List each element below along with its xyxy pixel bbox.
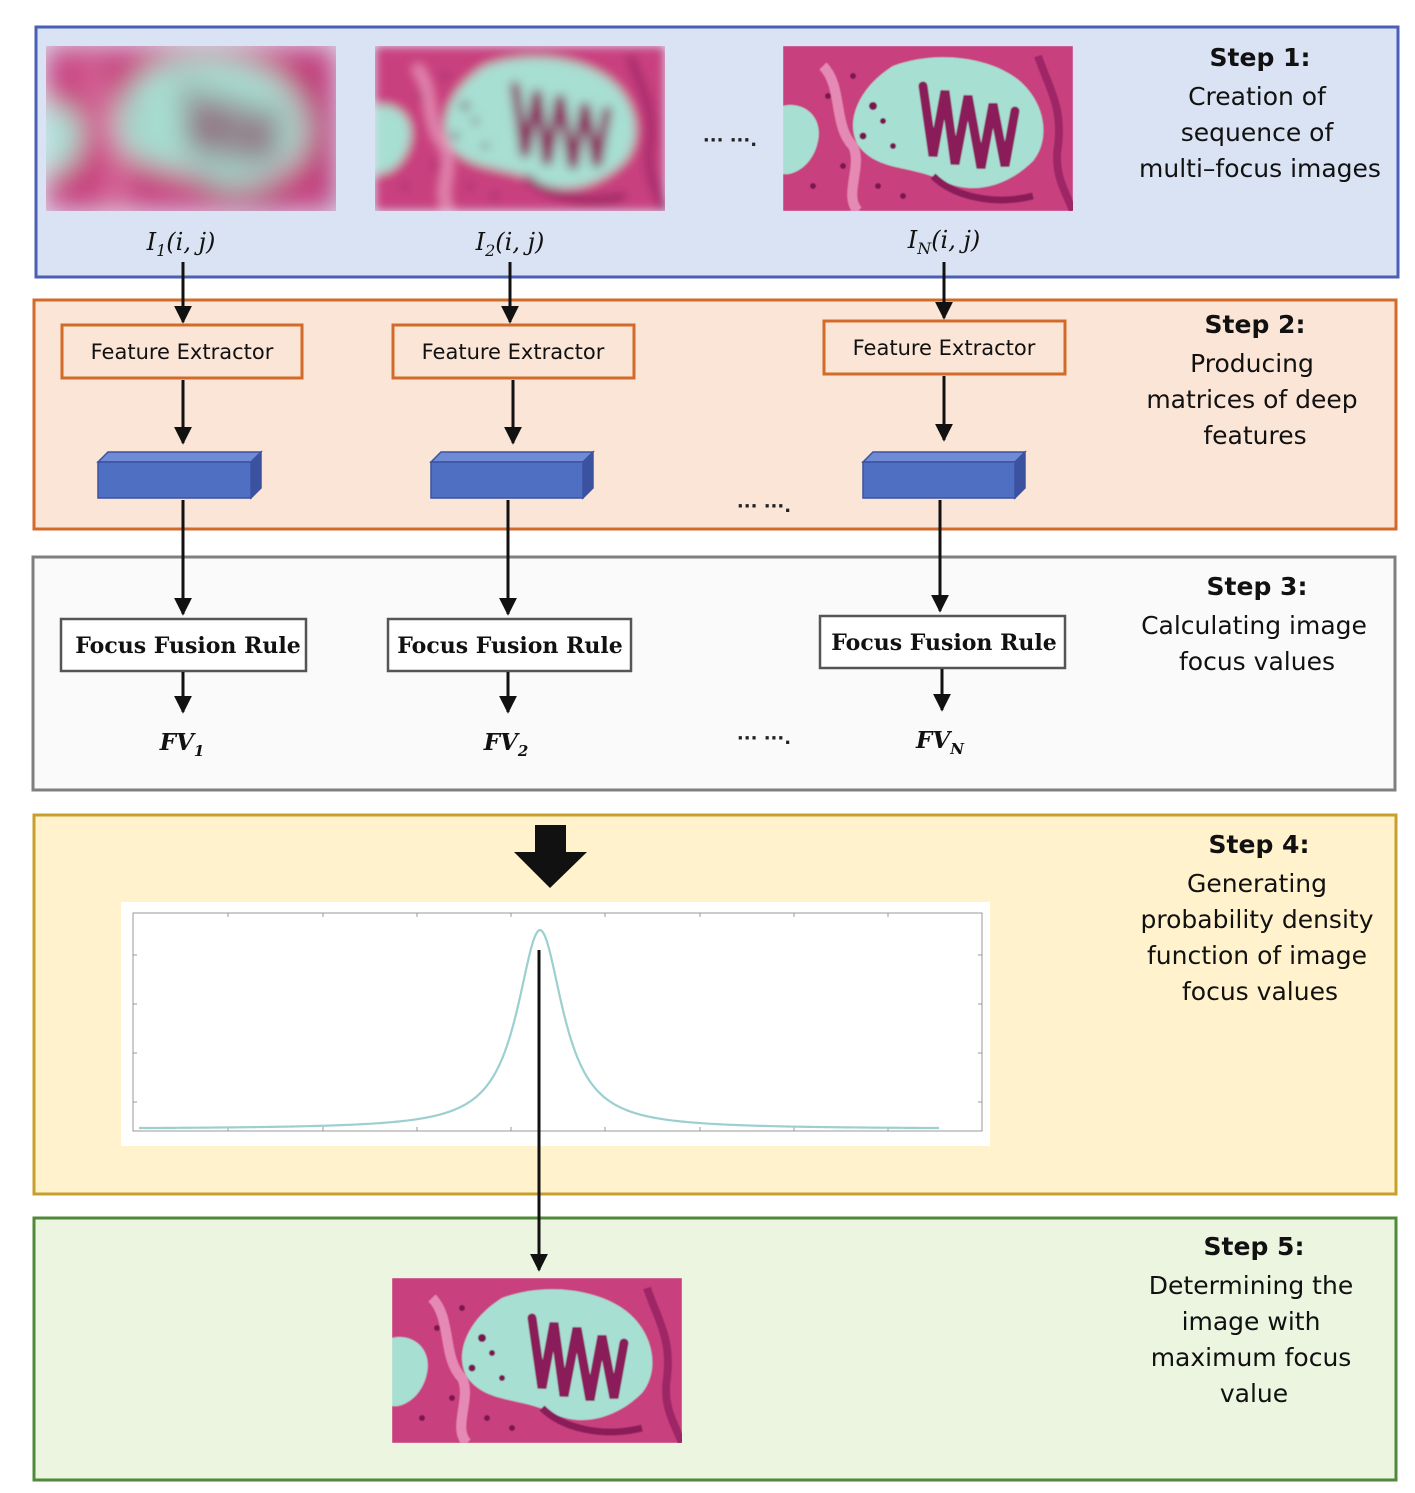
step3-description: Step 3: Calculating image focus values <box>1141 572 1367 676</box>
step3-panel <box>31 555 1397 792</box>
best-focus-image <box>392 1278 682 1443</box>
svg-text:probability density: probability density <box>1141 905 1374 934</box>
svg-text:Generating: Generating <box>1187 869 1327 898</box>
focus-image-1 <box>46 46 336 211</box>
feature-matrix-block-1 <box>96 450 263 500</box>
step1-description: Step 1: Creation of sequence of multi–fo… <box>1139 43 1381 183</box>
feature-extractor-n: Feature Extractor <box>822 319 1067 376</box>
ellipsis-step2: ··· ···. <box>737 496 791 517</box>
svg-text:Creation of: Creation of <box>1188 82 1327 111</box>
focus-fusion-rule-1-label: Focus Fusion Rule <box>75 633 300 659</box>
svg-text:focus values: focus values <box>1182 977 1338 1006</box>
svg-text:Calculating image: Calculating image <box>1141 611 1367 640</box>
ellipsis-step3: ··· ···. <box>737 728 791 749</box>
focus-value-n: FVN <box>915 727 965 758</box>
step4-description: Step 4: Generating probability density f… <box>1141 830 1374 1006</box>
step2-title: Step 2: <box>1205 310 1306 339</box>
svg-text:Determining the: Determining the <box>1149 1271 1353 1300</box>
feature-extractor-2: Feature Extractor <box>391 323 636 380</box>
feature-extractor-1-label: Feature Extractor <box>91 340 274 364</box>
step1-title: Step 1: <box>1210 43 1311 72</box>
big-down-arrow <box>514 825 587 888</box>
image-label-1: I1(i, j) <box>146 228 216 260</box>
feature-extractor-1: Feature Extractor <box>60 323 304 380</box>
focus-image-2 <box>375 46 665 211</box>
svg-text:Producing: Producing <box>1190 349 1314 378</box>
svg-text:sequence of: sequence of <box>1181 118 1335 147</box>
feature-matrix-block-n <box>861 450 1027 500</box>
image-label-2: I2(i, j) <box>475 228 545 260</box>
pdf-plot-ticks <box>133 913 982 1131</box>
focus-fusion-rule-1: Focus Fusion Rule <box>59 617 308 673</box>
focus-value-1: FV1 <box>159 729 205 760</box>
feature-matrix-block-2 <box>429 450 595 500</box>
svg-text:matrices of deep: matrices of deep <box>1146 385 1357 414</box>
focus-image-n <box>783 46 1073 211</box>
svg-text:focus values: focus values <box>1179 647 1335 676</box>
image-label-n: IN(i, j) <box>907 226 981 258</box>
step2-description: Step 2: Producing matrices of deep featu… <box>1146 310 1357 450</box>
pdf-curve <box>138 929 939 1130</box>
svg-text:image with: image with <box>1182 1307 1321 1336</box>
step4-title: Step 4: <box>1209 830 1310 859</box>
svg-text:value: value <box>1220 1379 1288 1408</box>
focus-value-2: FV2 <box>483 729 529 760</box>
svg-text:function of image: function of image <box>1147 941 1367 970</box>
svg-text:maximum focus: maximum focus <box>1151 1343 1352 1372</box>
step5-description: Step 5: Determining the image with maxim… <box>1149 1232 1353 1408</box>
pdf-plot <box>121 902 990 1146</box>
svg-text:multi–focus images: multi–focus images <box>1139 154 1381 183</box>
focus-fusion-rule-n-label: Focus Fusion Rule <box>831 630 1056 656</box>
svg-text:features: features <box>1203 421 1306 450</box>
step5-title: Step 5: <box>1204 1232 1305 1261</box>
step5-panel <box>32 1216 1398 1482</box>
ellipsis-step1: ··· ···. <box>703 130 757 151</box>
focus-fusion-rule-2-label: Focus Fusion Rule <box>397 633 622 659</box>
step3-title: Step 3: <box>1207 572 1308 601</box>
feature-extractor-n-label: Feature Extractor <box>853 336 1036 360</box>
focus-fusion-rule-2: Focus Fusion Rule <box>386 617 633 673</box>
feature-extractor-2-label: Feature Extractor <box>422 340 605 364</box>
focus-fusion-rule-n: Focus Fusion Rule <box>818 614 1067 670</box>
